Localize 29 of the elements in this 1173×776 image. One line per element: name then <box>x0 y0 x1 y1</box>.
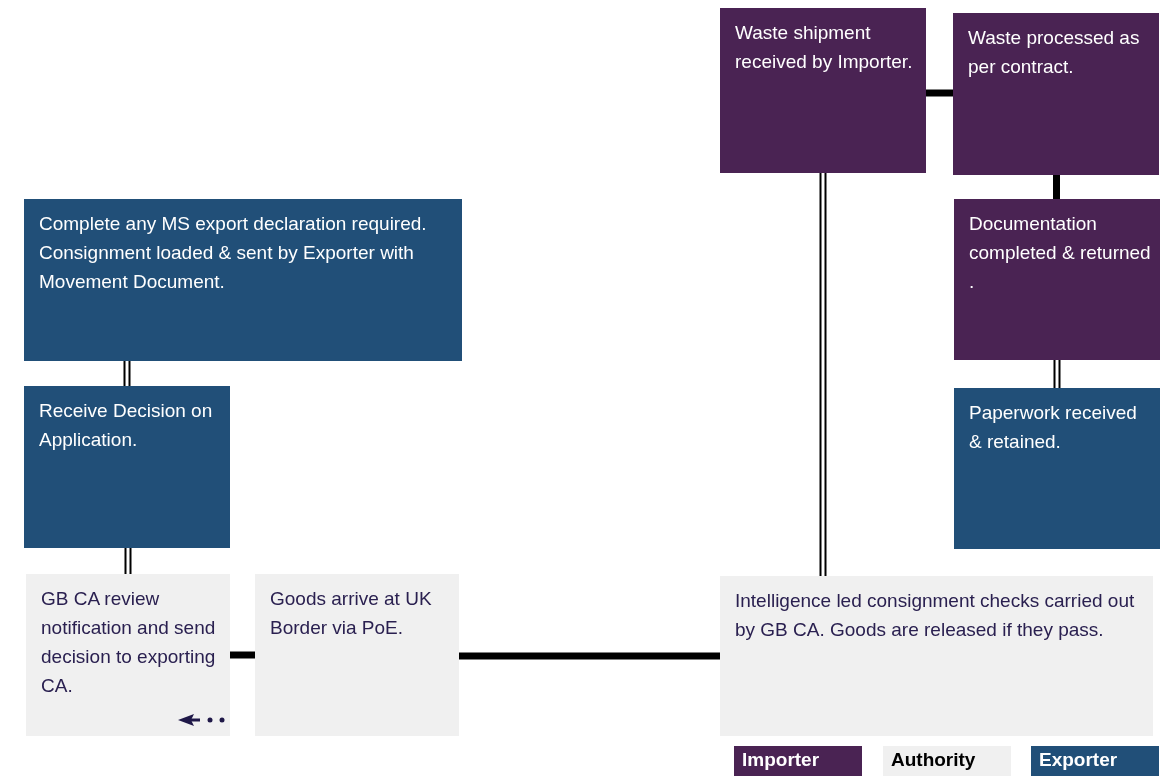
step-text: Waste processed as per contract. <box>968 26 1141 79</box>
connector-line <box>123 360 131 387</box>
legend-swatch: Exporter <box>1031 746 1159 776</box>
process-box <box>954 199 1160 360</box>
connector-line <box>1053 359 1061 389</box>
process-box <box>720 576 1153 736</box>
step-text: Goods arrive at UK Border via PoE. <box>270 587 433 640</box>
step-text: GB CA review notification and send decision to exporting CA. <box>41 587 217 698</box>
step-text: Waste shipment received by Importer. <box>735 21 914 74</box>
step-text: Complete any MS export declaration required. Consignment loaded & sent by Exporter with Movement Document. <box>39 212 428 294</box>
connector-line <box>819 172 827 577</box>
process-box <box>720 8 926 173</box>
step-text: Documentation completed & returned . <box>969 212 1152 294</box>
process-box <box>255 574 459 736</box>
process-box <box>24 199 462 361</box>
process-box <box>953 13 1159 175</box>
connector-line <box>124 547 132 575</box>
step-text: Receive Decision on Application. <box>39 399 214 452</box>
connector-line <box>1053 175 1060 199</box>
process-box <box>26 574 230 736</box>
legend-swatch: Authority <box>883 746 1011 776</box>
connector-line <box>459 652 720 660</box>
step-text: Paperwork received & retained. <box>969 401 1138 454</box>
connector-line <box>926 89 953 97</box>
legend-swatch: Importer <box>734 746 862 776</box>
step-text: Intelligence led consignment checks carried out by GB CA. Goods are released if they pass. <box>735 589 1136 642</box>
connector-line <box>230 651 255 659</box>
process-box <box>24 386 230 548</box>
process-box <box>954 388 1160 549</box>
